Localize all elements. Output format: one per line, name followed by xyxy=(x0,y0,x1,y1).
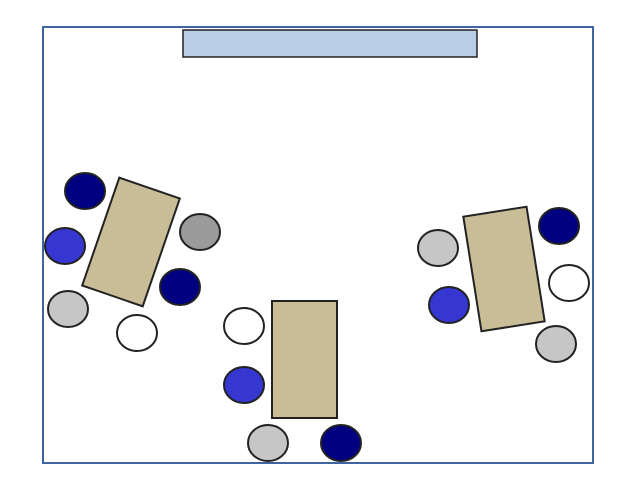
chair xyxy=(223,366,265,404)
room-frame xyxy=(42,26,594,464)
chair xyxy=(47,290,89,328)
chair xyxy=(428,286,470,324)
chair xyxy=(535,325,577,363)
table-right xyxy=(462,205,546,333)
left-group xyxy=(44,172,221,352)
center-group xyxy=(223,300,362,462)
table-left xyxy=(80,176,182,308)
chair xyxy=(538,207,580,245)
chair xyxy=(223,307,265,345)
chair xyxy=(320,424,362,462)
chair xyxy=(159,268,201,306)
table-center xyxy=(271,300,338,419)
chair xyxy=(44,227,86,265)
chair xyxy=(64,172,106,210)
chair xyxy=(179,213,221,251)
chair xyxy=(247,424,289,462)
right-group xyxy=(417,205,590,363)
chair xyxy=(417,229,459,267)
chair xyxy=(116,314,158,352)
whiteboard xyxy=(182,29,478,58)
chair xyxy=(548,264,590,302)
